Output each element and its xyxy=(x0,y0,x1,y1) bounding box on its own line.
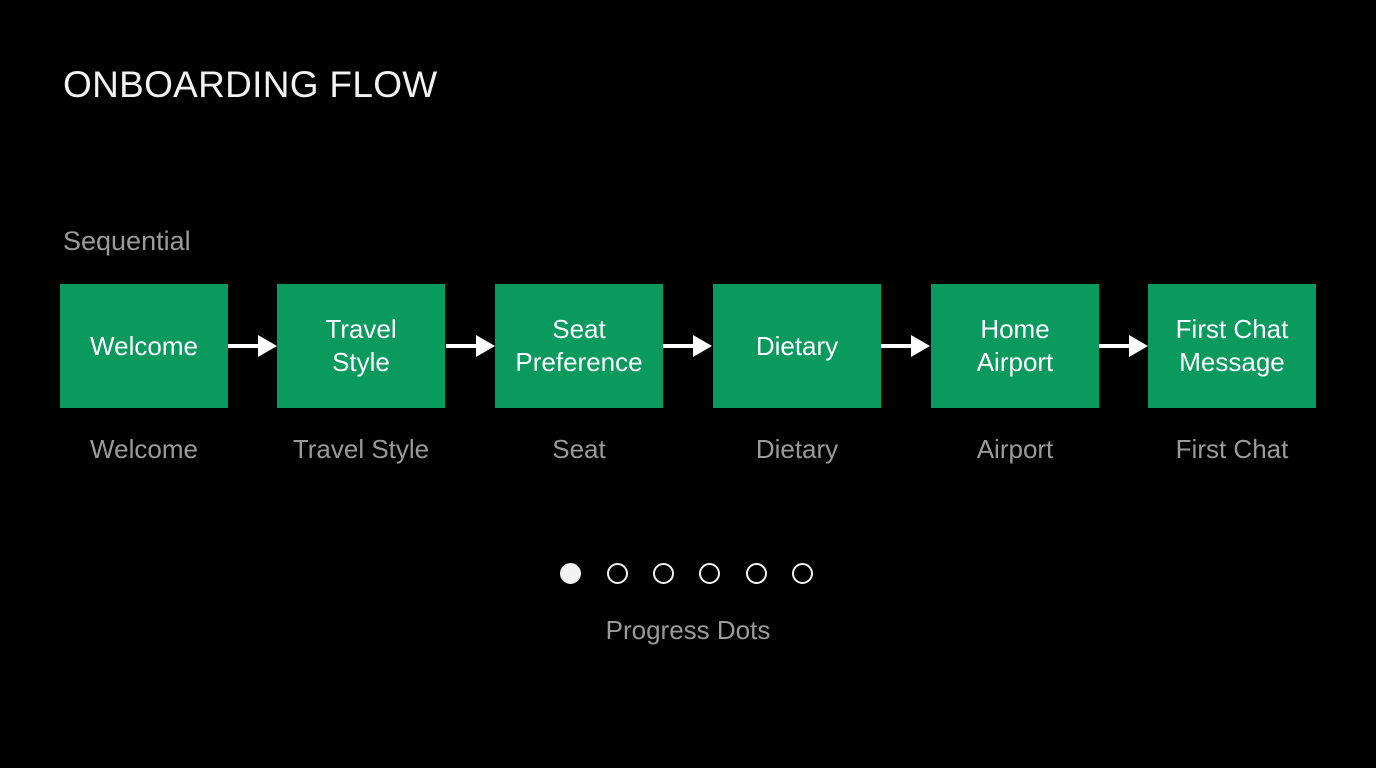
step-box-line: Home xyxy=(980,314,1050,344)
arrow-right-icon xyxy=(663,335,712,357)
step-box-line: Preference xyxy=(515,347,643,377)
arrow-right-icon xyxy=(446,335,495,357)
progress-dot[interactable] xyxy=(746,563,767,584)
step-box-line: Style xyxy=(332,347,390,377)
step-box-line: First Chat xyxy=(1175,314,1289,344)
step-caption-seat: Seat xyxy=(552,434,606,464)
step-box-line: Airport xyxy=(976,347,1054,377)
step-box-travel-style: Travel Style xyxy=(277,284,445,408)
step-box-line: Welcome xyxy=(90,330,198,361)
step-box-seat-preference: Seat Preference xyxy=(495,284,663,408)
progress-dot[interactable] xyxy=(560,563,581,584)
step-caption-welcome: Welcome xyxy=(90,434,198,464)
step-caption-travel-style: Travel Style xyxy=(292,434,430,464)
step-box-dietary: Dietary xyxy=(713,284,881,408)
progress-dot[interactable] xyxy=(653,563,674,584)
step-box-welcome: Welcome xyxy=(60,284,228,408)
step-box-line: Message xyxy=(1179,347,1285,377)
page-title: ONBOARDING FLOW xyxy=(63,64,438,105)
step-caption-dietary: Dietary xyxy=(755,434,839,464)
arrow-right-icon xyxy=(228,335,277,357)
progress-dots xyxy=(558,563,820,591)
arrow-right-icon xyxy=(881,335,930,357)
flow-type-label: Sequential xyxy=(63,226,191,256)
step-caption-airport: Airport xyxy=(976,434,1054,464)
step-box-line: Seat xyxy=(552,314,606,344)
progress-dots-caption: Progress Dots xyxy=(605,615,771,645)
progress-dot[interactable] xyxy=(607,563,628,584)
progress-dot[interactable] xyxy=(699,563,720,584)
step-box-line: Travel xyxy=(325,314,397,344)
progress-dot[interactable] xyxy=(792,563,813,584)
step-box-line: Dietary xyxy=(755,330,839,361)
arrow-right-icon xyxy=(1099,335,1148,357)
step-box-home-airport: Home Airport xyxy=(931,284,1099,408)
step-caption-first-chat: First Chat xyxy=(1175,434,1289,464)
step-box-first-chat-message: First Chat Message xyxy=(1148,284,1316,408)
